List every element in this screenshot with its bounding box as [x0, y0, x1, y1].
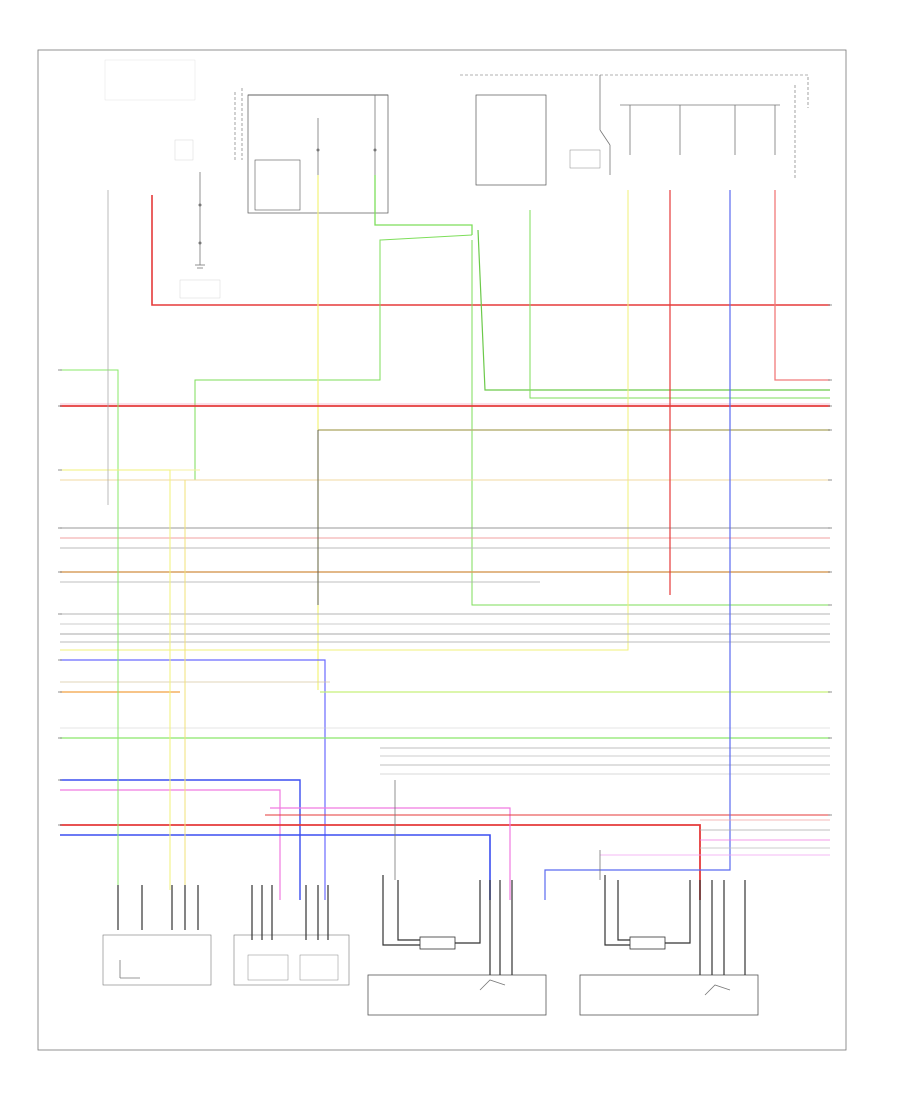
diagram-frame — [37, 49, 847, 1051]
wire-green-left — [60, 369, 119, 890]
wire-blue-3 — [60, 834, 491, 900]
wire-green-b — [194, 234, 473, 480]
battery-temp-sensor-1 — [367, 780, 547, 1016]
fusebox-a — [234, 88, 389, 214]
wire-red-right — [774, 190, 830, 381]
left-connector-terminals — [58, 369, 62, 826]
wire-pink-4 — [270, 807, 511, 900]
wire-green-a — [374, 175, 473, 235]
engine-control-module — [104, 59, 196, 101]
wire-blue-4 — [544, 190, 731, 900]
wire-yellow-b — [60, 190, 629, 651]
wire-green-d — [471, 240, 830, 606]
battery-temp-sensor-2 — [579, 850, 759, 1016]
resistor-2 — [629, 936, 666, 950]
brake-position-sensor — [102, 885, 212, 986]
wire-blue-2 — [60, 779, 301, 900]
wire-red-3 — [60, 824, 701, 900]
wire-yellow-left — [60, 469, 171, 890]
resistor-1 — [419, 936, 456, 950]
wire-green-e — [529, 210, 830, 399]
right-connector-terminals — [828, 304, 832, 816]
wire-blue-1 — [60, 659, 326, 900]
wire-green-c — [477, 229, 830, 391]
ground-symbol — [174, 139, 221, 299]
wire-red-top — [151, 195, 830, 306]
fusebox-b — [460, 74, 809, 186]
accelerator-pedal-sensor — [233, 885, 350, 986]
wire-pink-3 — [60, 789, 281, 900]
